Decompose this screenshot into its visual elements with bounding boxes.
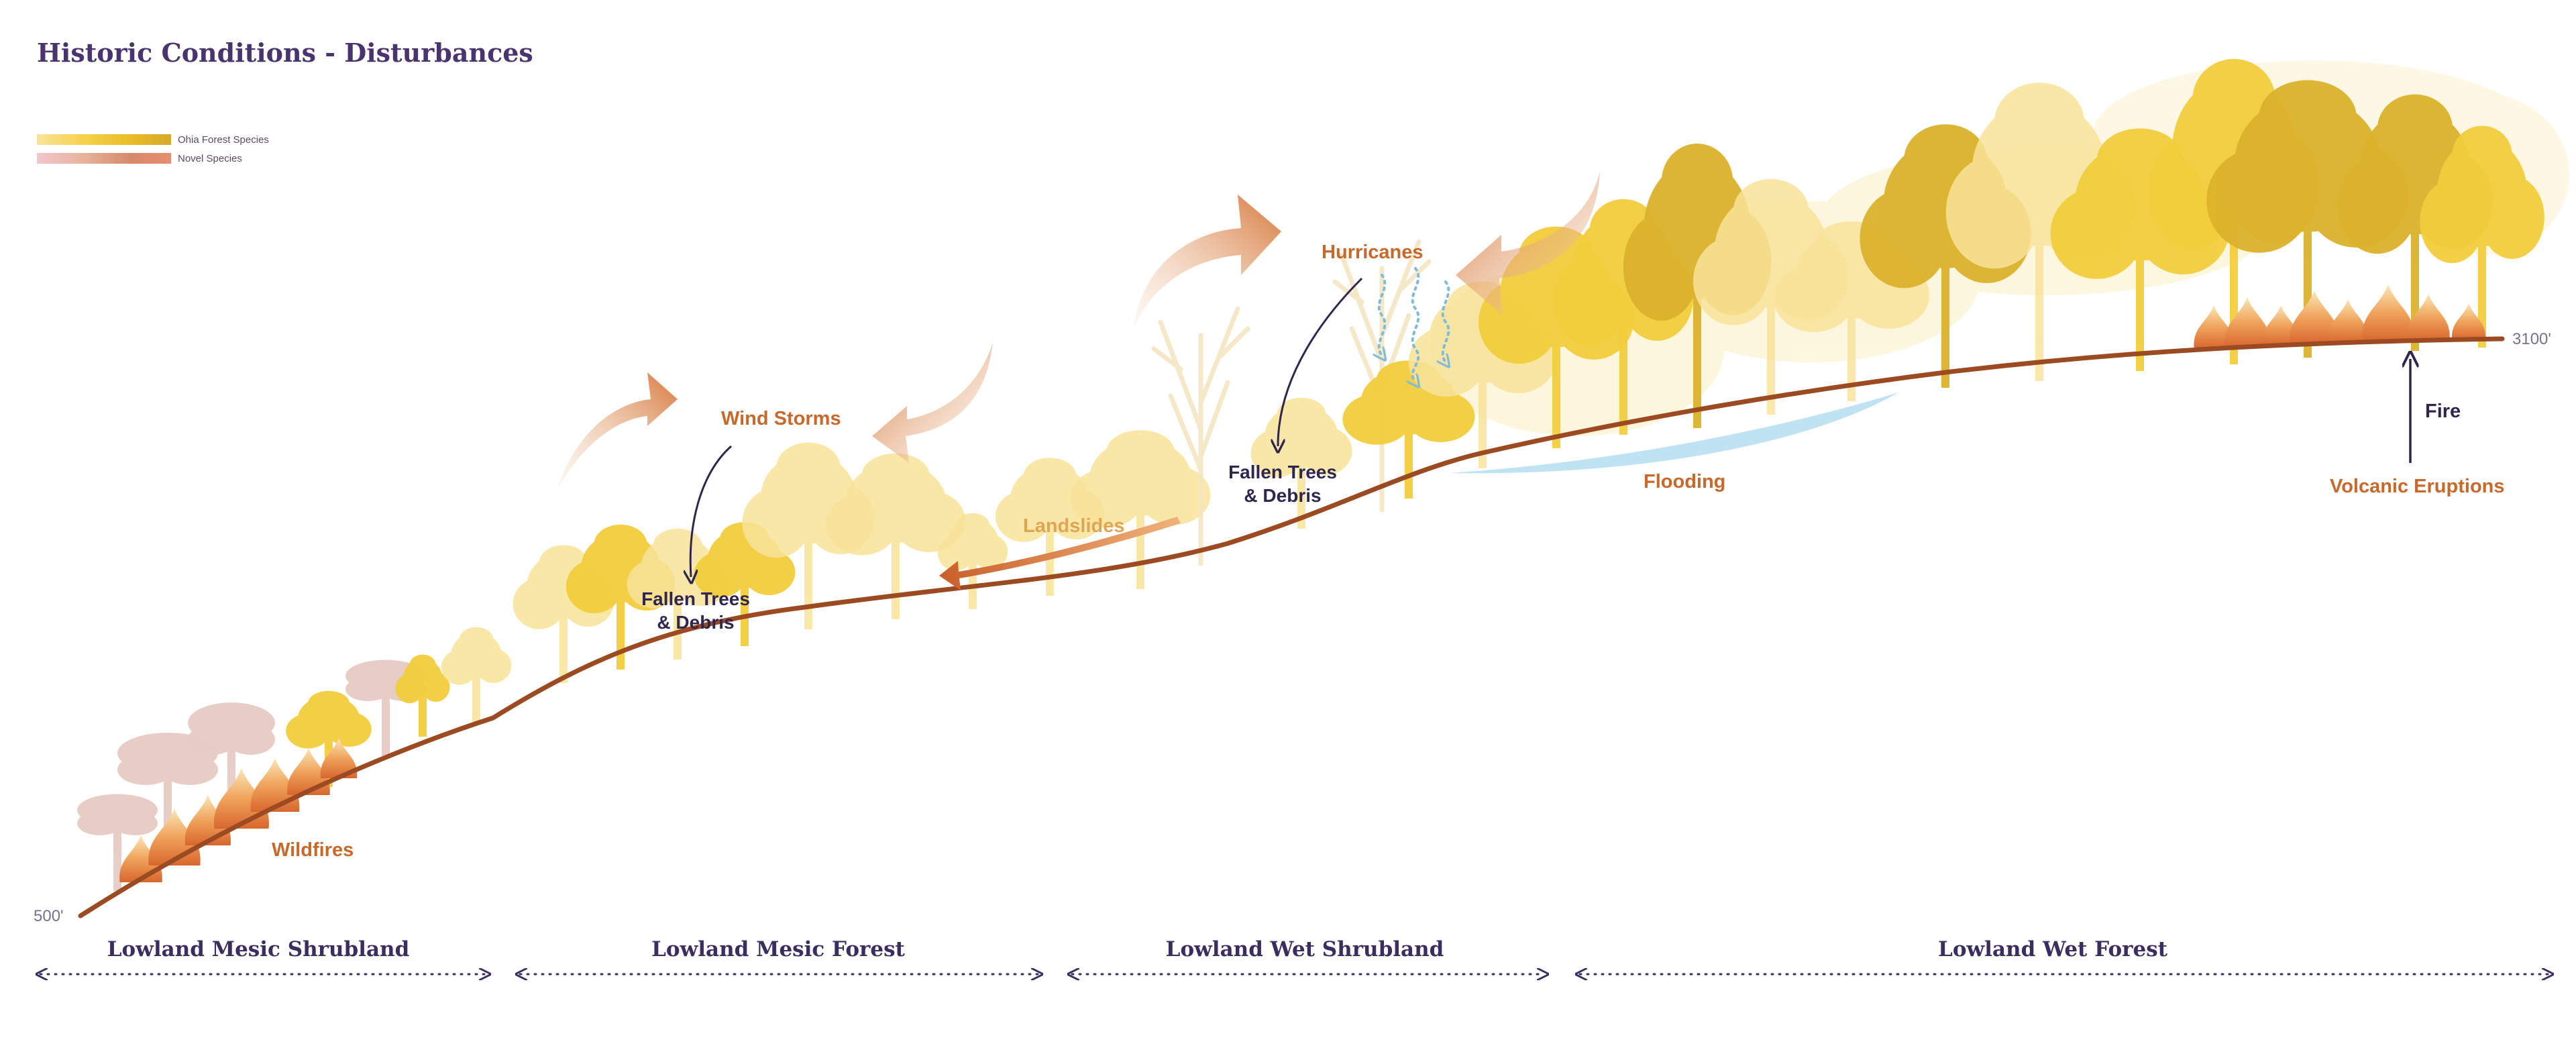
legend: Ohia Forest Species Novel Species <box>37 134 269 164</box>
legend-label-novel: Novel Species <box>178 153 242 164</box>
tree-silhouettes <box>77 58 2544 891</box>
label-volcanic-eruptions: Volcanic Eruptions <box>2330 476 2505 497</box>
flood-water <box>1449 392 1898 474</box>
zone-label-lowland-mesic-shrubland: Lowland Mesic Shrubland <box>107 937 410 961</box>
tree-7 <box>441 627 512 723</box>
tree-33 <box>2420 125 2544 348</box>
note-fallen-trees-2: Fallen Trees <box>1228 462 1337 482</box>
legend-swatch-novel <box>37 153 171 164</box>
flame-5 <box>250 758 300 812</box>
label-hurricanes: Hurricanes <box>1322 242 1424 263</box>
hurricane-arrows <box>1134 171 1600 329</box>
flame-10 <box>2262 305 2300 346</box>
label-flooding: Flooding <box>1644 471 1725 492</box>
note-debris-1: & Debris <box>657 612 734 633</box>
label-wind-storms: Wind Storms <box>721 408 841 429</box>
tree-1 <box>77 794 158 891</box>
tree-3 <box>188 702 275 824</box>
elevation-low: 500' <box>34 907 64 925</box>
flame-12 <box>2328 299 2368 343</box>
zone-label-lowland-mesic-forest: Lowland Mesic Forest <box>651 937 905 961</box>
flame-4 <box>214 768 269 829</box>
tree-16 <box>1070 430 1211 589</box>
note-debris-2: & Debris <box>1244 485 1321 506</box>
flame-7 <box>320 738 358 778</box>
rain-squiggles <box>1379 267 1449 382</box>
tree-6 <box>395 654 450 737</box>
flame-6 <box>287 748 330 795</box>
flame-14 <box>2407 294 2450 341</box>
tree-32 <box>2337 94 2493 351</box>
tree-17 <box>1151 306 1250 566</box>
label-wildfires: Wildfires <box>272 839 354 861</box>
legend-swatch-ohia <box>37 134 171 145</box>
note-fallen-trees-1: Fallen Trees <box>641 588 750 609</box>
ground-slope <box>78 336 2505 918</box>
landslide-arrow <box>939 517 1181 590</box>
zone-label-lowland-wet-forest: Lowland Wet Forest <box>1938 937 2168 961</box>
tree-15 <box>995 458 1105 596</box>
flame-9 <box>2224 297 2271 348</box>
page-title: Historic Conditions - Disturbances <box>37 38 533 68</box>
zone-label-lowland-wet-shrubland: Lowland Wet Shrubland <box>1166 937 1444 961</box>
flame-13 <box>2362 284 2414 342</box>
tree-14 <box>937 513 1008 609</box>
wind-storm-arrows <box>557 342 993 490</box>
legend-label-ohia: Ohia Forest Species <box>178 134 269 146</box>
flame-8 <box>2194 305 2234 349</box>
flame-15 <box>2451 303 2486 340</box>
hurricane-callout-arrow <box>1278 277 1363 446</box>
label-landslides: Landslides <box>1023 515 1125 537</box>
flame-11 <box>2290 291 2339 344</box>
fire-flames <box>119 284 2486 882</box>
wind-storm-callout-arrow <box>690 445 732 577</box>
elevation-high: 3100' <box>2512 330 2551 348</box>
note-fire: Fire <box>2425 401 2461 422</box>
